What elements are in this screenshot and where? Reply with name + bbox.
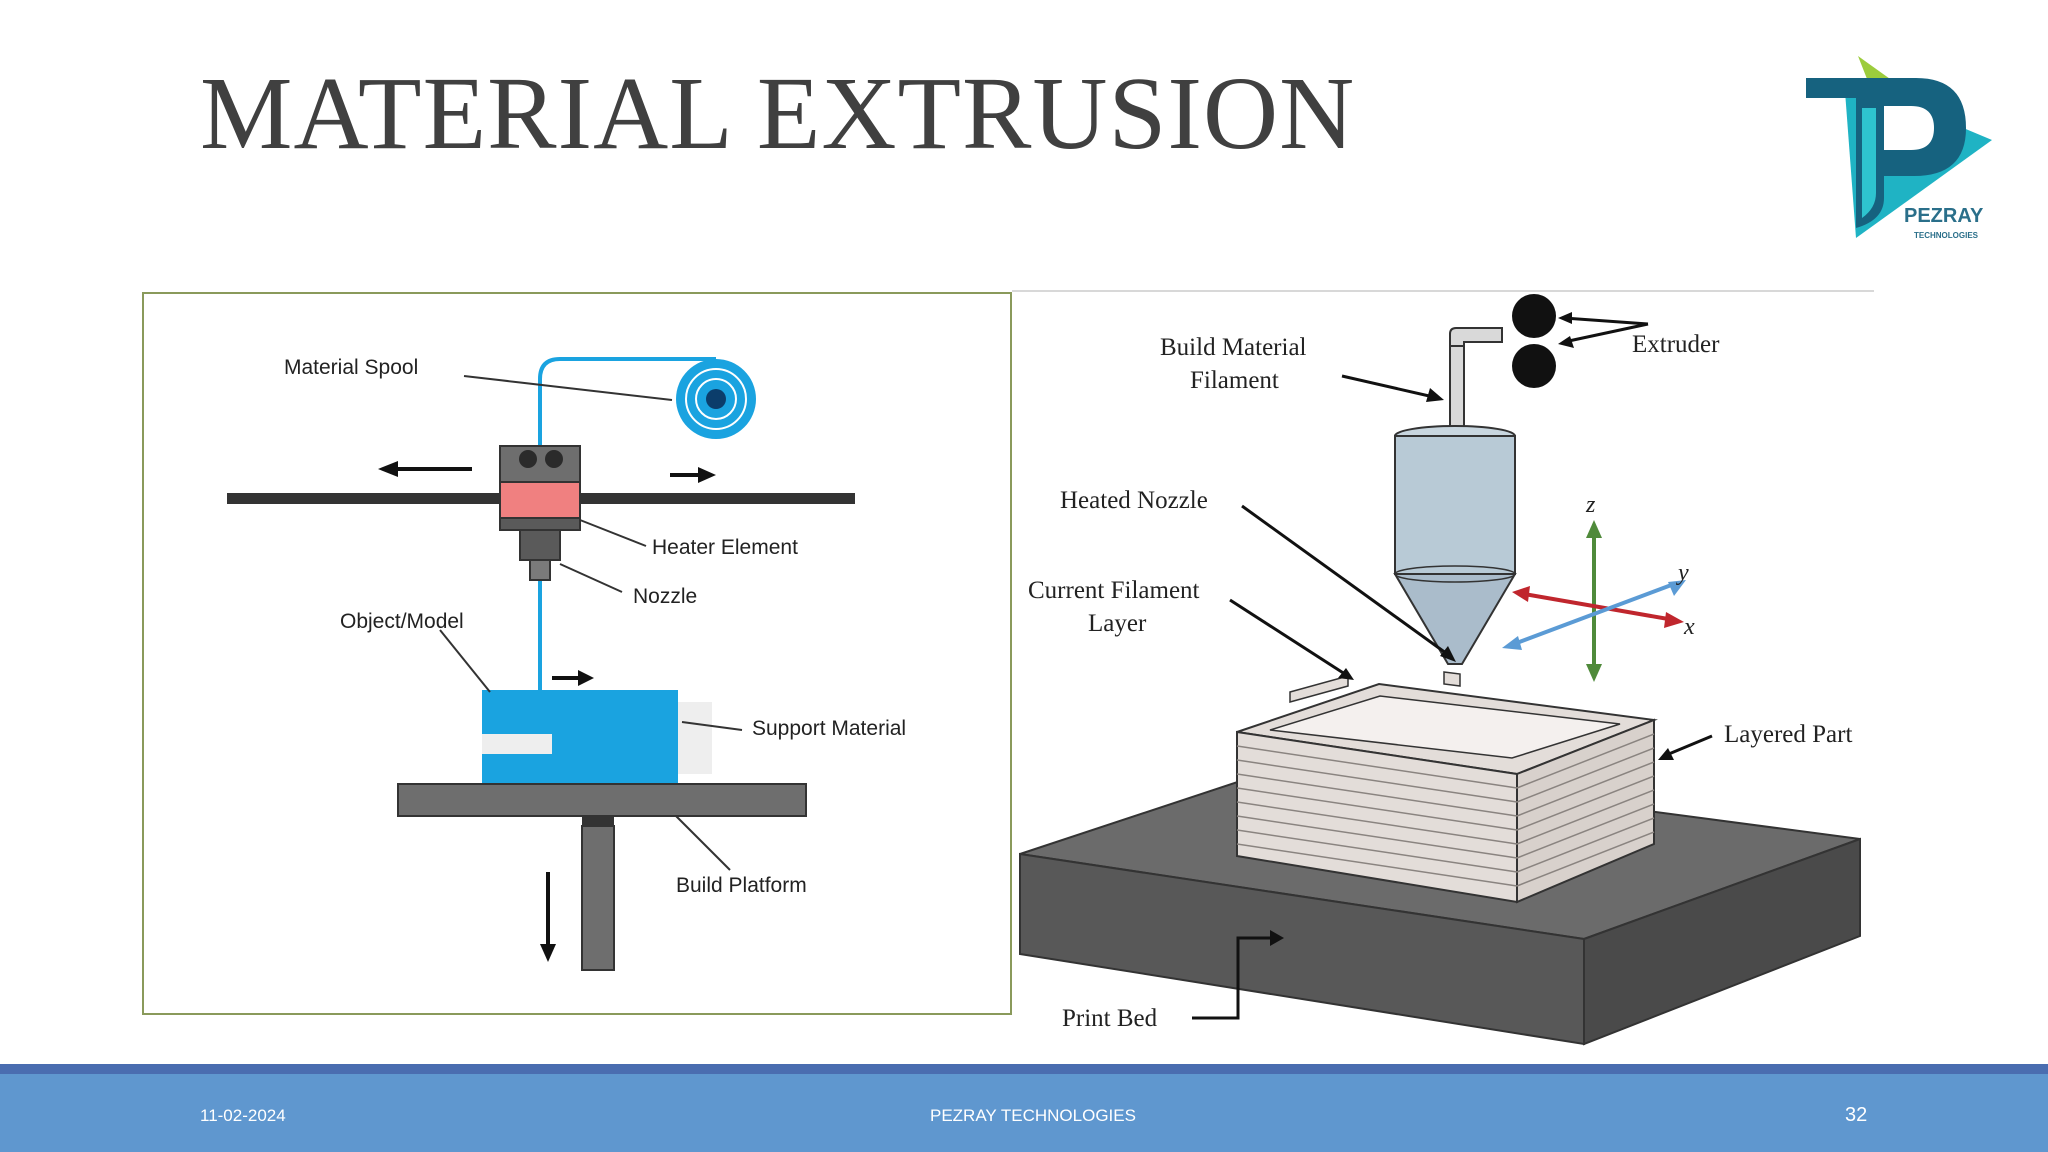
heater-leader bbox=[579, 519, 647, 547]
heated-nozzle bbox=[1393, 327, 1517, 665]
spool-leader bbox=[463, 375, 673, 401]
label-print-bed: Print Bed bbox=[1062, 1005, 1158, 1032]
object-leader bbox=[439, 629, 491, 693]
diagram-border bbox=[142, 292, 1012, 1015]
material-spool-icon bbox=[676, 359, 756, 439]
label-heated-nozzle: Heated Nozzle bbox=[1060, 487, 1208, 514]
axis-indicator bbox=[1502, 520, 1686, 682]
label-material-spool: Material Spool bbox=[284, 356, 418, 379]
extrusion-process-diagram: Build Material Filament Extruder Heated … bbox=[1012, 290, 1874, 1046]
label-extruder: Extruder bbox=[1632, 331, 1720, 358]
footer-accent-line bbox=[0, 1064, 2048, 1074]
footer-company: PEZRAY TECHNOLOGIES bbox=[930, 1106, 1136, 1125]
build-platform bbox=[397, 783, 807, 817]
logo-p-highlight bbox=[1862, 108, 1876, 218]
slide-footer: 11-02-2024 PEZRAY TECHNOLOGIES 32 bbox=[0, 1074, 2048, 1152]
platform-leader bbox=[675, 815, 731, 871]
label-current-filament-line1: Current Filament bbox=[1028, 577, 1200, 604]
support-leader bbox=[681, 721, 743, 731]
label-build-platform: Build Platform bbox=[676, 874, 807, 897]
label-current-filament-line2: Layer bbox=[1088, 610, 1147, 637]
footer-date: 11-02-2024 bbox=[200, 1106, 286, 1125]
arrow-right-small-icon bbox=[552, 670, 594, 686]
label-axis-y: y bbox=[1676, 560, 1689, 586]
pezray-logo: PEZRAY TECHNOLOGIES bbox=[1806, 56, 1992, 240]
nozzle-leader bbox=[559, 563, 623, 593]
object-model bbox=[482, 690, 712, 784]
logo-name: PEZRAY bbox=[1904, 205, 1984, 227]
logo-p-inner bbox=[1884, 106, 1934, 150]
filament-line bbox=[538, 357, 716, 447]
support-material-block bbox=[678, 702, 712, 774]
label-build-material-line2: Filament bbox=[1190, 367, 1279, 394]
label-object-model: Object/Model bbox=[340, 610, 464, 633]
footer-page-number: 32 bbox=[1845, 1104, 1868, 1126]
slide-title: MATERIAL EXTRUSION bbox=[200, 56, 1356, 171]
arrow-right-icon bbox=[670, 467, 716, 483]
label-build-material-line1: Build Material bbox=[1160, 334, 1307, 361]
label-heater-element: Heater Element bbox=[652, 536, 798, 559]
extruder-roller-top bbox=[1512, 294, 1556, 338]
fdm-printer-schematic: Material Spool Heater Element Nozzle Obj… bbox=[142, 292, 1012, 1015]
layered-part bbox=[1236, 671, 1658, 904]
print-head bbox=[499, 445, 581, 581]
arrow-left-icon bbox=[378, 461, 472, 477]
label-axis-x: x bbox=[1683, 614, 1695, 640]
arrow-down-icon bbox=[540, 872, 556, 962]
label-nozzle: Nozzle bbox=[633, 585, 697, 608]
logo-subtitle: TECHNOLOGIES bbox=[1914, 231, 1979, 240]
extruder-roller-bottom bbox=[1512, 344, 1556, 388]
platform-joint bbox=[582, 816, 614, 826]
label-support-material: Support Material bbox=[752, 717, 906, 740]
label-axis-z: z bbox=[1585, 492, 1596, 518]
leader-lines bbox=[1192, 312, 1713, 1020]
platform-post bbox=[581, 825, 615, 971]
label-layered-part: Layered Part bbox=[1724, 721, 1852, 748]
